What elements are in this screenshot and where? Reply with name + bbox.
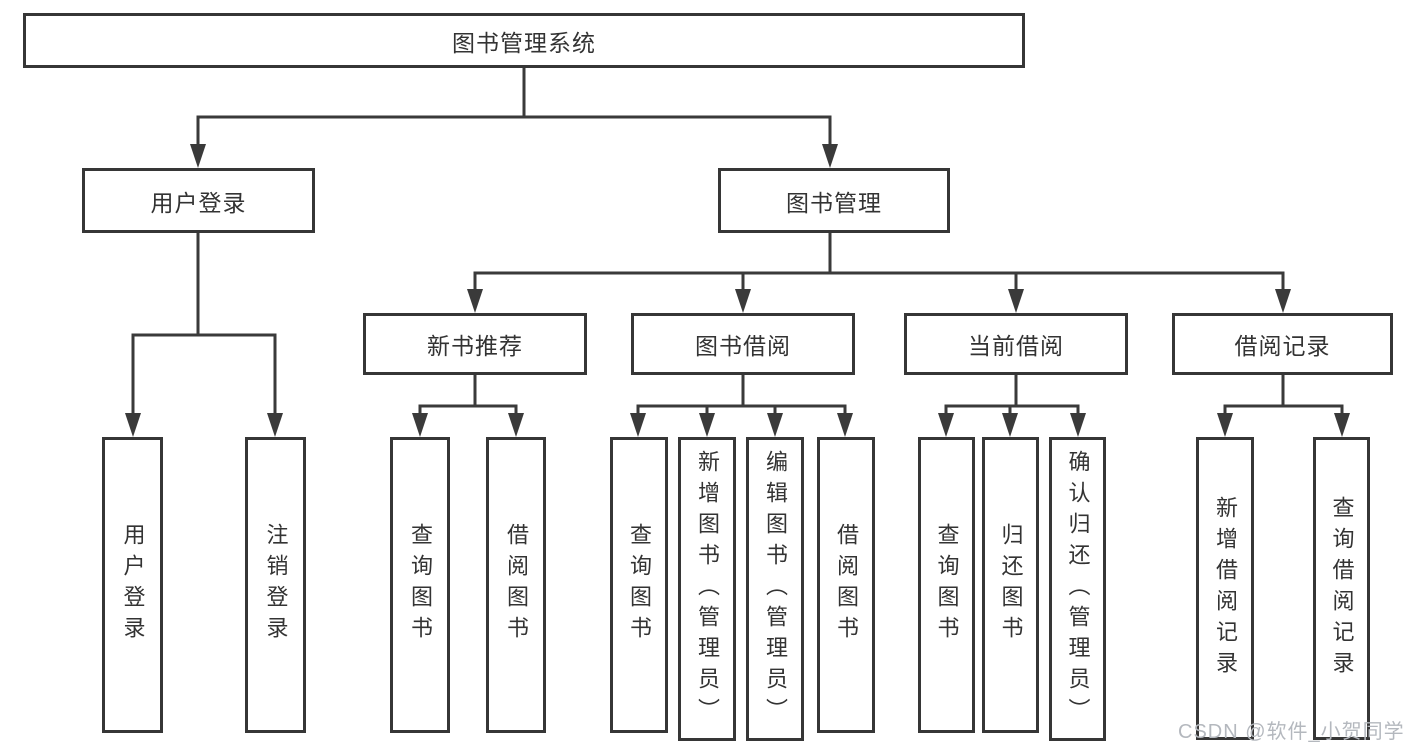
- node-label: 借阅记录: [1234, 333, 1331, 359]
- leaf-label: 用户登录: [120, 523, 146, 647]
- leaf-label: 归还图书: [998, 523, 1024, 647]
- leaf-query-borrow-record: 查询借阅记录: [1313, 437, 1370, 740]
- leaf-borrow-books: 借阅图书: [817, 437, 875, 733]
- leaf-query-books-borrow: 查询图书: [610, 437, 668, 733]
- arrowheads: [125, 144, 1350, 437]
- leaf-query-books-recommend: 查询图书: [390, 437, 450, 733]
- leaf-label: 查询图书: [934, 523, 960, 647]
- leaf-label: 编辑图书（管理员）: [763, 449, 788, 729]
- node-label: 图书管理系统: [452, 29, 596, 56]
- node-user-login: 用户登录: [82, 168, 315, 233]
- node-label: 当前借阅: [968, 333, 1064, 359]
- leaf-label: 确认归还（管理员）: [1065, 449, 1091, 729]
- leaf-add-borrow-record: 新增借阅记录: [1196, 437, 1254, 740]
- node-library-management-system: 图书管理系统: [23, 13, 1025, 68]
- node-label: 新书推荐: [427, 333, 523, 359]
- leaf-confirm-return-admin: 确认归还（管理员）: [1049, 437, 1106, 741]
- leaf-user-login: 用户登录: [102, 437, 163, 733]
- leaf-label: 新增借阅记录: [1213, 495, 1238, 682]
- node-label: 图书管理: [786, 189, 882, 216]
- leaf-borrow-books-recommend: 借阅图书: [486, 437, 546, 733]
- leaf-label: 查询图书: [408, 523, 433, 647]
- node-book-borrow: 图书借阅: [631, 313, 855, 375]
- leaf-label: 注销登录: [263, 523, 289, 647]
- leaf-return-book: 归还图书: [982, 437, 1039, 733]
- leaf-logout: 注销登录: [245, 437, 306, 733]
- leaf-label: 查询图书: [627, 523, 652, 647]
- node-label: 用户登录: [150, 189, 247, 216]
- csdn-watermark: CSDN @软件_小贺同学: [1178, 721, 1405, 743]
- node-new-book-recommend: 新书推荐: [363, 313, 587, 375]
- leaf-label: 借阅图书: [504, 523, 529, 647]
- node-label: 图书借阅: [695, 333, 791, 359]
- node-borrow-records: 借阅记录: [1172, 313, 1393, 375]
- leaf-add-book-admin: 新增图书（管理员）: [678, 437, 736, 741]
- node-current-borrow: 当前借阅: [904, 313, 1128, 375]
- leaf-edit-book-admin: 编辑图书（管理员）: [746, 437, 804, 741]
- leaf-label: 借阅图书: [834, 523, 859, 647]
- leaf-query-books-current: 查询图书: [918, 437, 975, 733]
- node-book-management: 图书管理: [718, 168, 950, 233]
- leaf-label: 查询借阅记录: [1329, 495, 1355, 682]
- leaf-label: 新增图书（管理员）: [695, 449, 720, 729]
